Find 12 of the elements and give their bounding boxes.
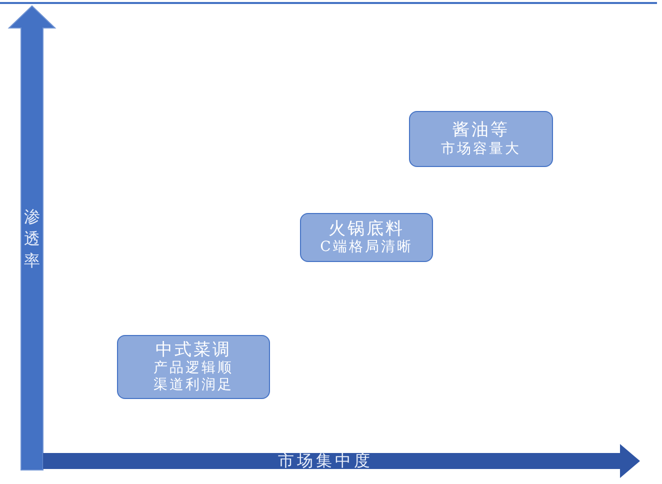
box-text: C端格局清晰 <box>320 239 413 256</box>
box-heading: 酱油等 <box>452 120 510 141</box>
box-text: 产品逻辑顺 <box>154 360 234 377</box>
axis-label: 渗透率 <box>24 206 41 272</box>
text-box <box>409 111 553 167</box>
box-heading: 火锅底料 <box>328 218 404 240</box>
text-box <box>117 335 270 399</box>
text-box <box>300 213 433 262</box>
box-text: 渠道利润足 <box>154 377 234 394</box>
box-text: 市场容量大 <box>441 140 521 158</box>
box-heading: 中式菜调 <box>156 340 232 360</box>
axis-label: 市场集中度 <box>278 451 373 472</box>
